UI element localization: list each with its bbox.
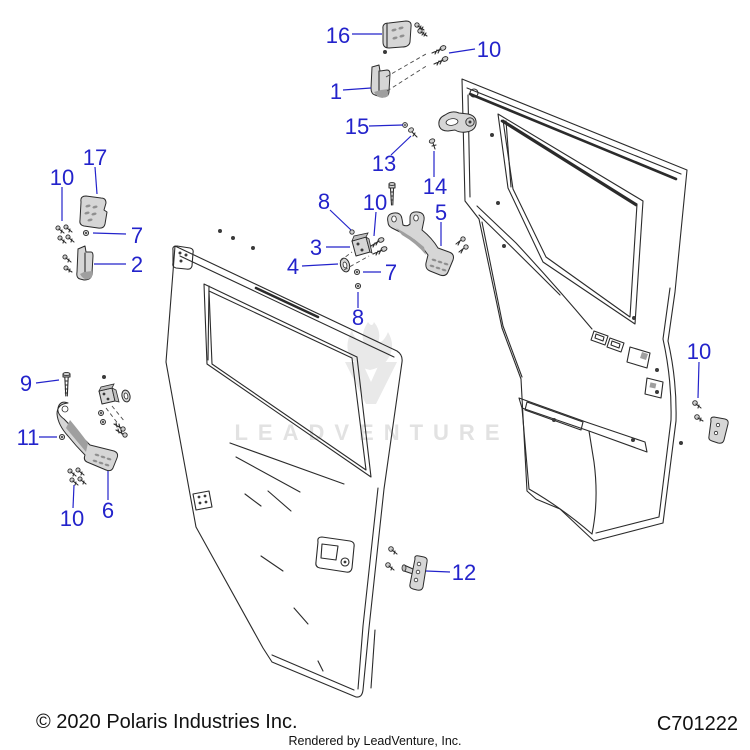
bolt-9 [62, 371, 71, 397]
part-16-hinge-plate [382, 20, 412, 49]
callout-12: 12 [452, 560, 476, 585]
screws-10-left-upper [55, 224, 75, 244]
callout-7-right: 7 [385, 260, 397, 285]
callout-11: 11 [17, 425, 40, 450]
callout-15: 15 [345, 114, 369, 139]
callout-7-left: 7 [131, 223, 143, 248]
callout-2: 2 [131, 252, 143, 277]
copyright-text: © 2020 Polaris Industries Inc. [36, 711, 298, 733]
callout-1: 1 [330, 79, 342, 104]
long-bolt [388, 182, 396, 206]
assembly-dash-2 [386, 64, 429, 92]
assembly-dash-4 [343, 255, 370, 271]
part-1-bracket [370, 64, 391, 98]
screws-near-part-2 [62, 254, 73, 273]
screws-near-part-5 [455, 236, 469, 254]
nut-11 [58, 433, 66, 441]
part-3-hinge [351, 232, 373, 257]
callout-10-right: 10 [687, 339, 711, 364]
callout-13: 13 [372, 151, 396, 176]
callout-8-upper: 8 [318, 189, 330, 214]
nut-7-right [353, 268, 361, 276]
part-6-bracket [56, 401, 119, 472]
nut-7-left [82, 229, 90, 237]
part-17-plate [79, 195, 108, 229]
diagram-part-code: C701222 [656, 713, 738, 735]
callout-10-upper: 10 [477, 37, 501, 62]
callout-3: 3 [310, 235, 322, 260]
leadventure-watermark-text: LEADVENTURE [234, 420, 509, 445]
assembly-dash-3 [339, 251, 353, 262]
right-door-panel [438, 78, 688, 542]
screw-15 [402, 122, 408, 128]
callout-10-hinge: 10 [363, 190, 387, 215]
nut-8-lower [354, 282, 362, 290]
screws-near-part-16 [414, 22, 428, 37]
part-5-bracket [387, 211, 454, 277]
rivet-below-part-16 [383, 50, 387, 54]
nut-8-upper [349, 229, 355, 235]
callout-6: 6 [102, 498, 114, 523]
callout-5: 5 [435, 200, 447, 225]
callout-8-lower: 8 [352, 305, 364, 330]
screws-10-left-lower [67, 467, 87, 486]
part-4-spacer [339, 257, 351, 273]
part-2-bracket [76, 245, 94, 281]
callout-17: 17 [83, 145, 107, 170]
screws-10-at-hinge-3 [370, 237, 388, 256]
callout-10-left-upper: 10 [50, 165, 74, 190]
screw-14 [428, 138, 437, 150]
callout-leader-lines [35, 33, 700, 573]
rendered-by-text: Rendered by LeadVenture, Inc. [288, 734, 462, 748]
door-check-hook [438, 111, 477, 133]
mid-left-hinge-assembly [98, 375, 131, 438]
callout-9: 9 [20, 371, 32, 396]
part-12-striker [385, 546, 428, 591]
assembly-dash-1 [385, 53, 427, 78]
screws-10-right-and-plate [692, 400, 729, 444]
left-door-panel [165, 229, 403, 698]
screws-10-upper [431, 45, 449, 66]
screw-13 [408, 127, 418, 138]
callout-16: 16 [326, 23, 350, 48]
callout-4: 4 [287, 254, 299, 279]
callout-14: 14 [423, 174, 447, 199]
callout-10-left-lower: 10 [60, 506, 84, 531]
